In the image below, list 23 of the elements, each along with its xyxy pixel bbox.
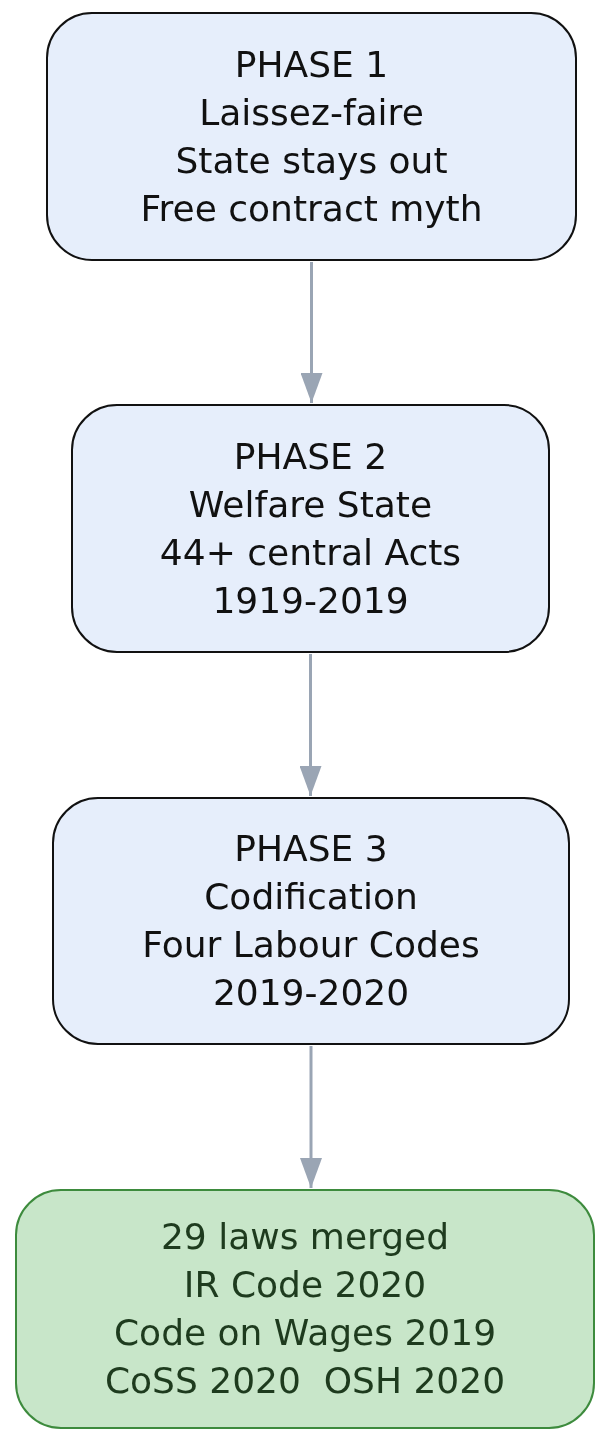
node-text: State stays out — [175, 138, 448, 183]
node-text: Free contract myth — [140, 186, 483, 231]
node-text: 1919-2019 — [212, 578, 409, 623]
arrow — [300, 1046, 322, 1188]
node-text: Welfare State — [188, 482, 433, 527]
phase-box — [71, 404, 550, 653]
node-text: 2019-2020 — [212, 971, 410, 1015]
node-text: Four Labour Codes — [142, 923, 480, 967]
node-heading: 29 laws merged — [160, 1215, 450, 1259]
node-text: Laissez-faire — [199, 90, 424, 135]
phase-box — [52, 797, 570, 1045]
node-text: Code on Wages 2019 — [113, 1311, 497, 1355]
result-box — [15, 1189, 595, 1429]
arrow — [299, 654, 322, 796]
node-heading: PHASE 1 — [234, 42, 389, 87]
node-text: Codification — [204, 875, 418, 919]
node-heading: PHASE 2 — [233, 434, 388, 479]
arrow — [300, 262, 323, 403]
node-text: CoSS 2020 OSH 2020 — [104, 1359, 506, 1403]
node-text: 44+ central Acts — [159, 530, 462, 575]
phase-box — [46, 12, 577, 261]
node-text: IR Code 2020 — [183, 1263, 427, 1307]
node-heading: PHASE 3 — [234, 827, 388, 871]
